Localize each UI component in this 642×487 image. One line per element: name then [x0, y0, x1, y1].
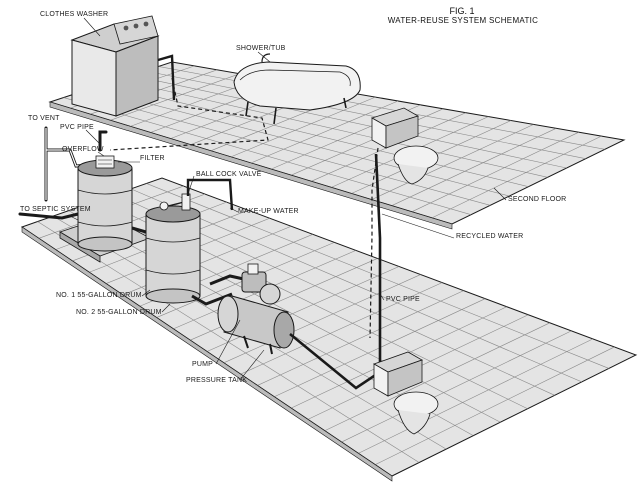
drum-2: [146, 194, 200, 303]
label-recycled-water: RECYCLED WATER: [456, 233, 523, 240]
label-pump: PUMP: [192, 361, 213, 368]
drum-1: [78, 156, 132, 251]
label-drum-1: NO. 1 55-GALLON DRUM: [56, 292, 142, 299]
label-to-septic-system: TO SEPTIC SYSTEM: [20, 206, 91, 213]
figure-title: WATER-REUSE SYSTEM SCHEMATIC: [368, 16, 558, 25]
label-to-vent: TO VENT: [28, 115, 60, 122]
label-clothes-washer: CLOTHES WASHER: [40, 11, 108, 18]
label-overflow: OVERFLOW: [62, 146, 104, 153]
label-drum-2: NO. 2 55-GALLON DRUM: [76, 309, 162, 316]
label-pvc-pipe-bottom: PVC PIPE: [386, 296, 420, 303]
label-filter: FILTER: [140, 155, 165, 162]
label-pvc-pipe-top: PVC PIPE: [60, 124, 94, 131]
label-make-up-water: MAKE-UP WATER: [238, 208, 299, 215]
filter: [96, 156, 114, 168]
figure-number: FIG. 1: [432, 6, 492, 16]
label-pressure-tank: PRESSURE TANK: [186, 377, 247, 384]
label-ball-cock-valve: BALL COCK VALVE: [196, 171, 262, 178]
label-second-floor: SECOND FLOOR: [508, 196, 566, 203]
label-shower-tub: SHOWER/TUB: [236, 45, 285, 52]
